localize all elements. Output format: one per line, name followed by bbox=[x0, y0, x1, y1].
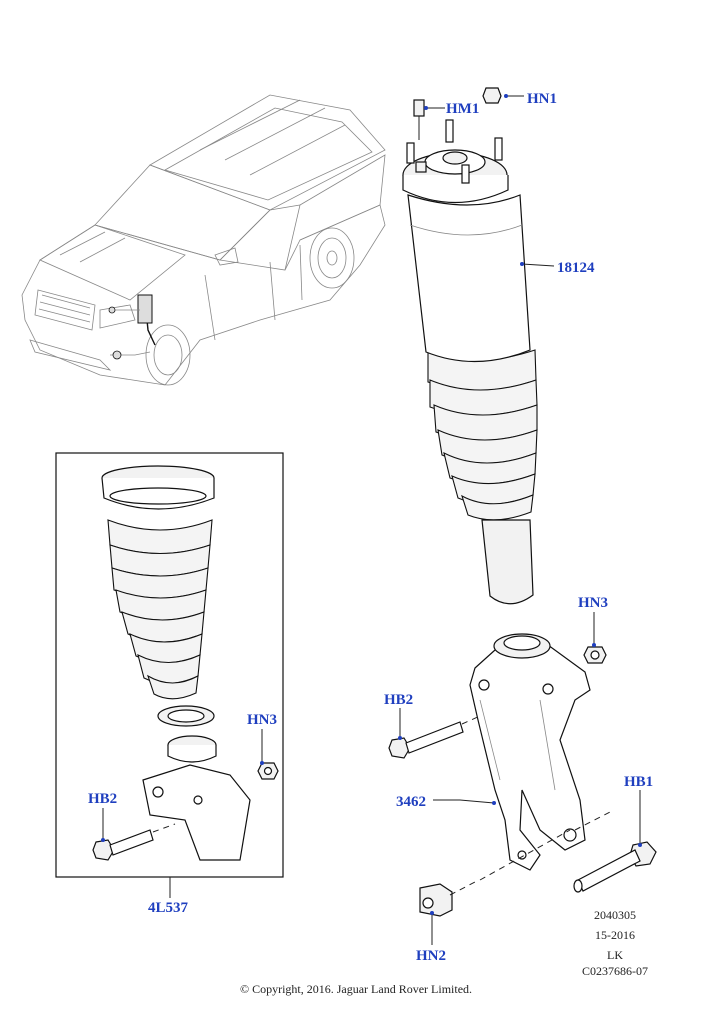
callout-hn3-left[interactable]: HN3 bbox=[247, 712, 277, 728]
callout-hb1[interactable]: HB1 bbox=[624, 774, 653, 790]
inset-box-4l537 bbox=[55, 452, 284, 878]
nut-hn3-left[interactable] bbox=[257, 762, 279, 780]
leader-lines bbox=[101, 94, 642, 945]
callout-18124[interactable]: 18124 bbox=[557, 260, 595, 276]
callout-hm1[interactable]: HM1 bbox=[446, 101, 479, 117]
callout-hn2[interactable]: HN2 bbox=[416, 948, 446, 964]
callout-hb2-left[interactable]: HB2 bbox=[88, 791, 117, 807]
nut-hn2[interactable] bbox=[419, 881, 476, 917]
nut-hn3-right[interactable] bbox=[583, 646, 607, 664]
reference-initials: LK bbox=[607, 948, 623, 962]
bolt-hb1[interactable] bbox=[479, 811, 657, 893]
reference-code: C0237686-07 bbox=[582, 964, 648, 978]
callout-3462[interactable]: 3462 bbox=[396, 794, 426, 810]
callout-hn3-right[interactable]: HN3 bbox=[578, 595, 608, 611]
callout-hb2-right[interactable]: HB2 bbox=[384, 692, 413, 708]
reference-number: 2040305 bbox=[594, 908, 636, 922]
copyright-notice: © Copyright, 2016. Jaguar Land Rover Lim… bbox=[240, 982, 472, 996]
callout-4l537[interactable]: 4L537 bbox=[148, 900, 189, 916]
callout-hn1[interactable]: HN1 bbox=[527, 91, 557, 107]
reference-block: 2040305 15-2016 LK C0237686-07 bbox=[582, 908, 648, 978]
bolt-hb2-left[interactable] bbox=[92, 823, 176, 861]
reference-date: 15-2016 bbox=[595, 928, 635, 942]
knuckle-3462[interactable] bbox=[469, 633, 591, 871]
vehicle-illustration bbox=[21, 94, 386, 386]
bolt-hb2-right[interactable] bbox=[388, 715, 481, 759]
air-spring-18124[interactable] bbox=[402, 87, 538, 605]
